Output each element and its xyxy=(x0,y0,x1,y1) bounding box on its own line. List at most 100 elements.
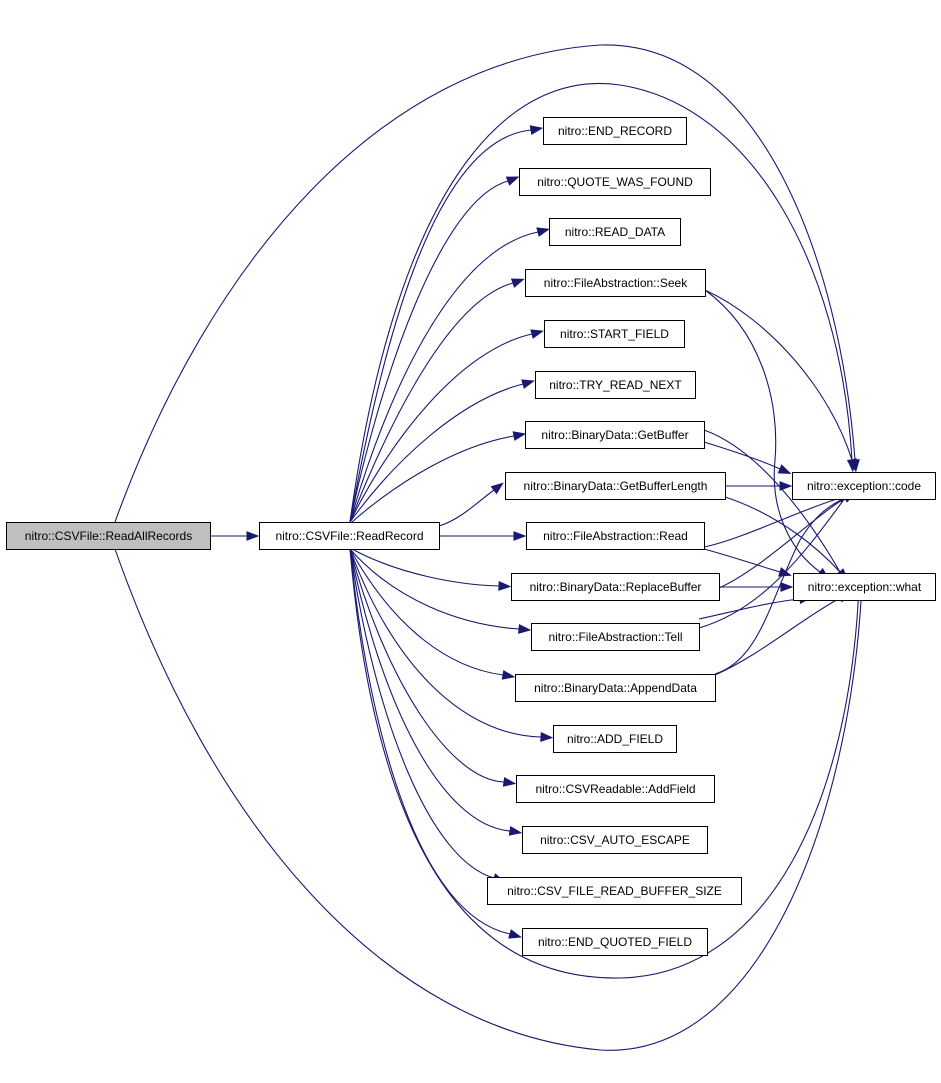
node-binarydata-appenddata[interactable]: nitro::BinaryData::AppendData xyxy=(515,674,716,702)
edge-getbuffer-to-code-arrowhead xyxy=(777,464,792,474)
edge-readrecord-to-addfield-arrowhead xyxy=(502,777,517,787)
node-label: nitro::FileAbstraction::Seek xyxy=(544,276,688,290)
edge-readrecord-to-end_record-arrowhead xyxy=(529,125,544,135)
edge-readrecord-to-getbuflen xyxy=(438,489,495,527)
node-box xyxy=(525,269,706,297)
edge-getbuffer-to-code xyxy=(703,441,781,470)
edge-readrecord-to-getbuflen-arrowhead xyxy=(490,482,504,495)
edge-readrecord-to-tell xyxy=(349,548,520,630)
node-label: nitro::ADD_FIELD xyxy=(567,732,663,746)
edge-readrecord-to-append xyxy=(349,548,504,676)
node-box xyxy=(519,168,711,196)
edge-readrecord-to-read_data-arrowhead xyxy=(536,227,550,237)
edge-readrecord-to-try_read xyxy=(349,383,524,523)
node-label: nitro::CSVFile::ReadRecord xyxy=(275,529,423,543)
node-read-data[interactable]: nitro::READ_DATA xyxy=(549,218,681,246)
edge-readrecord-to-end_quoted xyxy=(349,548,511,935)
node-box xyxy=(522,928,708,956)
node-exception-what[interactable]: nitro::exception::what xyxy=(793,573,936,601)
node-quote-was-found[interactable]: nitro::QUOTE_WAS_FOUND xyxy=(519,168,711,196)
node-box xyxy=(792,472,936,500)
node-box xyxy=(549,218,681,246)
edge-readrecord-to-try_read-arrowhead xyxy=(521,379,535,389)
edge-seek-to-what xyxy=(704,289,821,573)
node-label: nitro::QUOTE_WAS_FOUND xyxy=(537,175,693,189)
edge-readrecord-to-addfield xyxy=(349,548,505,783)
edge-readrecord-to-what xyxy=(349,548,860,979)
edge-seek-to-code-arrowhead xyxy=(847,457,857,472)
node-box xyxy=(793,573,936,601)
edge-read-to-code xyxy=(703,497,841,548)
node-csvfile-readrecord[interactable]: nitro::CSVFile::ReadRecord xyxy=(259,522,440,550)
node-csv-auto-escape[interactable]: nitro::CSV_AUTO_ESCAPE xyxy=(522,826,708,854)
node-box xyxy=(6,522,211,550)
edge-getbuflen-to-code-arrowhead xyxy=(779,481,793,491)
edge-readrecord-to-getbuffer-arrowhead xyxy=(512,431,527,441)
edge-readall-to-code xyxy=(114,44,856,523)
node-box xyxy=(487,877,742,905)
edge-readall-to-readrecord-arrowhead xyxy=(246,531,260,541)
edge-readrecord-to-seek-arrowhead xyxy=(510,278,525,288)
edge-readrecord-to-replace-arrowhead xyxy=(498,581,512,591)
node-label: nitro::CSVFile::ReadAllRecords xyxy=(25,529,192,543)
edge-readrecord-to-start_field xyxy=(349,333,533,523)
node-box xyxy=(535,371,696,399)
node-add-field[interactable]: nitro::ADD_FIELD xyxy=(553,725,677,753)
node-label: nitro::CSVReadable::AddField xyxy=(535,782,695,796)
node-label: nitro::exception::code xyxy=(807,479,921,493)
node-binarydata-getbuffer[interactable]: nitro::BinaryData::GetBuffer xyxy=(525,421,705,449)
edge-readrecord-to-tell-arrowhead xyxy=(518,624,532,634)
node-label: nitro::END_RECORD xyxy=(558,124,672,138)
node-fileabstraction-seek[interactable]: nitro::FileAbstraction::Seek xyxy=(525,269,706,297)
edge-seek-to-code xyxy=(704,289,853,461)
node-label: nitro::CSV_FILE_READ_BUFFER_SIZE xyxy=(507,884,722,898)
node-try-read-next[interactable]: nitro::TRY_READ_NEXT xyxy=(535,371,696,399)
node-box xyxy=(531,623,700,651)
node-fileabstraction-tell[interactable]: nitro::FileAbstraction::Tell xyxy=(531,623,700,651)
edge-readrecord-to-getbuffer xyxy=(351,435,515,523)
node-end-record[interactable]: nitro::END_RECORD xyxy=(543,117,687,145)
node-box xyxy=(525,421,705,449)
node-box xyxy=(543,117,687,145)
node-csvreadable-addfield[interactable]: nitro::CSVReadable::AddField xyxy=(516,775,715,803)
node-binarydata-getbufferlength[interactable]: nitro::BinaryData::GetBufferLength xyxy=(505,472,726,500)
node-fileabstraction-read[interactable]: nitro::FileAbstraction::Read xyxy=(526,522,705,550)
edge-append-to-what xyxy=(714,597,841,676)
edge-readrecord-to-add_field xyxy=(349,548,542,738)
edge-readrecord-to-code xyxy=(349,82,853,523)
node-start-field[interactable]: nitro::START_FIELD xyxy=(544,320,685,348)
edge-readrecord-to-append-arrowhead xyxy=(501,670,516,680)
edge-tell-to-what xyxy=(698,598,801,620)
edge-getbuflen-to-what xyxy=(724,496,841,573)
edge-readrecord-to-read-arrowhead xyxy=(513,531,527,541)
edge-readrecord-to-quote-arrowhead xyxy=(505,176,520,186)
edge-readrecord-to-replace xyxy=(351,548,500,587)
edge-replace-to-code xyxy=(718,497,846,589)
node-label: nitro::CSV_AUTO_ESCAPE xyxy=(540,833,690,847)
node-exception-code[interactable]: nitro::exception::code xyxy=(792,472,936,500)
node-label: nitro::START_FIELD xyxy=(560,327,669,341)
edge-readall-to-what xyxy=(114,548,863,1051)
node-end-quoted-field[interactable]: nitro::END_QUOTED_FIELD xyxy=(522,928,708,956)
edge-readrecord-to-end_record xyxy=(349,129,532,523)
node-label: nitro::FileAbstraction::Tell xyxy=(548,630,682,644)
node-label: nitro::TRY_READ_NEXT xyxy=(549,378,682,392)
edge-append-to-code xyxy=(714,497,846,675)
edge-getbuffer-to-what xyxy=(703,429,841,573)
node-label: nitro::END_QUOTED_FIELD xyxy=(538,935,692,949)
edge-readrecord-to-add_field-arrowhead xyxy=(540,732,554,742)
node-label: nitro::BinaryData::GetBuffer xyxy=(541,428,688,442)
node-csvfile-readallrecords[interactable]: nitro::CSVFile::ReadAllRecords xyxy=(6,522,211,550)
node-box xyxy=(516,775,715,803)
node-csv-file-read-buffer-size[interactable]: nitro::CSV_FILE_READ_BUFFER_SIZE xyxy=(487,877,742,905)
edge-tell-to-code xyxy=(698,497,846,629)
edge-readrecord-to-seek xyxy=(349,282,514,523)
node-label: nitro::FileAbstraction::Read xyxy=(543,529,688,543)
node-box xyxy=(544,320,685,348)
node-binarydata-replacebuffer[interactable]: nitro::BinaryData::ReplaceBuffer xyxy=(511,573,720,601)
node-label: nitro::BinaryData::AppendData xyxy=(534,681,697,695)
edge-readrecord-to-end_quoted-arrowhead xyxy=(508,929,522,939)
node-label: nitro::BinaryData::ReplaceBuffer xyxy=(530,580,702,594)
